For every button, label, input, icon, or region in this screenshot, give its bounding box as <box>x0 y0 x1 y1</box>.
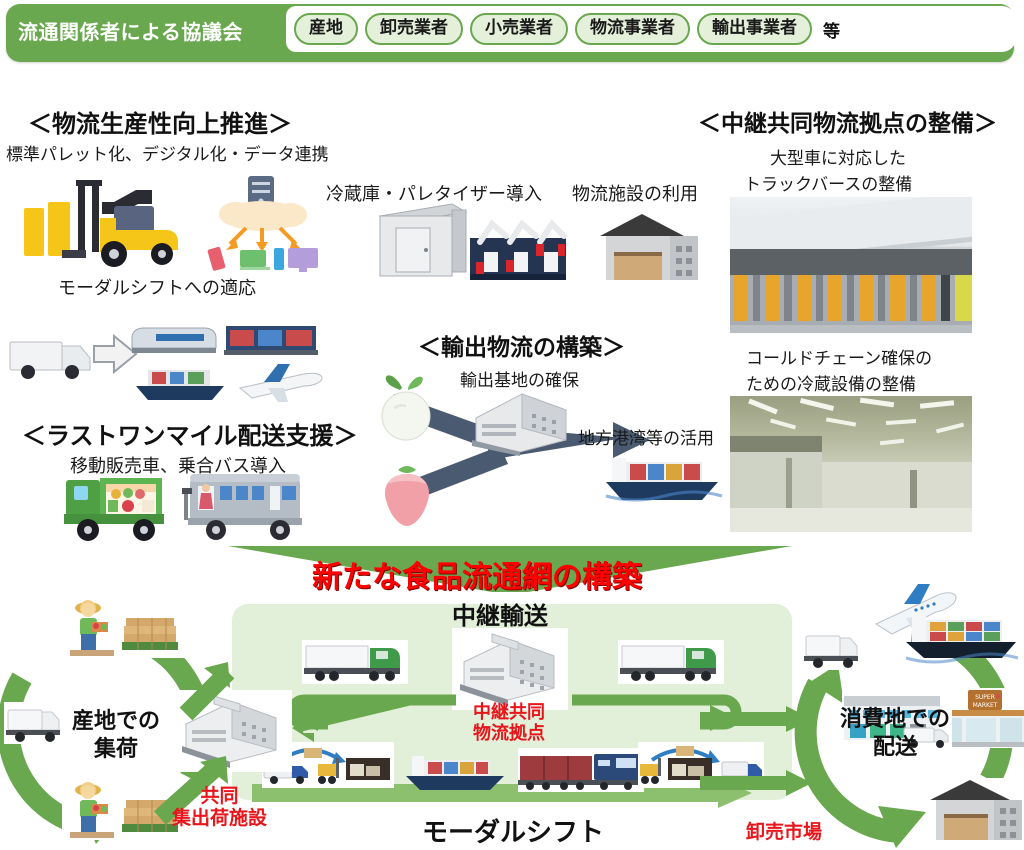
productivity-heading: ＜物流生産性向上推進＞ <box>28 110 292 138</box>
delivery-inbound-arrow-top <box>700 706 812 732</box>
export-port-caption: 地方港湾等の活用 <box>578 429 714 449</box>
warehouse-icon <box>600 214 698 280</box>
relay-hub-building-icon <box>452 628 568 710</box>
consumption-delivery-label-line2: 配送 <box>873 734 918 760</box>
green-trailer-truck-icon-left <box>302 640 408 684</box>
consumption-delivery-label-line1: 消費地での <box>840 707 951 732</box>
stakeholder-pill-2[interactable]: 小売業者 <box>470 13 568 45</box>
new-network-title: 新たな食品流通網の構築 <box>312 560 642 595</box>
productivity-caption-top: 標準パレット化、デジタル化・データ連携 <box>6 145 329 165</box>
farmer-with-pallet-icon-top <box>62 596 192 658</box>
community-bus-icon <box>182 474 302 540</box>
farmer-with-pallet-icon-bottom <box>62 778 192 840</box>
stakeholder-pill-group: 産地 卸売業者 小売業者 物流事業者 輸出事業者 等 <box>286 6 1016 52</box>
relay-hub-caption-top-2: トラックバースの整備 <box>744 175 913 195</box>
last-mile-heading: ＜ラストワンマイル配送支援＞ <box>22 422 358 450</box>
joint-shipping-red-label-line2: 集出荷施設 <box>172 806 268 829</box>
origin-collection-label-line1: 産地での <box>72 709 161 734</box>
green-trailer-truck-icon-right <box>618 640 724 684</box>
box-truck-icon-right <box>802 628 864 670</box>
mobile-sales-truck-icon <box>64 478 164 541</box>
center-caption-logistics-facility: 物流施設の利用 <box>572 184 698 205</box>
container-ship-icon-modal <box>406 756 504 790</box>
joint-shipping-red-label: 共同 集出荷施設 <box>172 785 268 830</box>
palletizer-robot-icon <box>470 219 567 280</box>
stakeholder-pill-0[interactable]: 産地 <box>294 13 358 45</box>
freight-train-icon <box>518 748 644 792</box>
funnel-arrow <box>228 546 792 592</box>
cold-storage-unit-icon <box>378 203 468 277</box>
productivity-caption-bottom: モーダルシフトへの適応 <box>58 278 256 299</box>
center-caption-cold-storage: 冷蔵庫・パレタイザー導入 <box>326 184 542 205</box>
origin-collection-label-line2: 集荷 <box>94 736 139 762</box>
container-ship-icon-right <box>905 614 1019 664</box>
box-truck-icon-left <box>4 702 66 744</box>
relay-hub-heading: ＜中継共同物流拠点の整備＞ <box>698 111 997 137</box>
stakeholder-pill-4[interactable]: 輸出事業者 <box>697 13 812 45</box>
svg-text:MARKET: MARKET <box>973 702 998 709</box>
wholesale-market-red-label: 卸売市場 <box>746 821 823 843</box>
truck-arrow-rail-ship-plane-icon <box>9 326 323 402</box>
strawberry-icon <box>384 466 430 526</box>
stakeholder-pill-1[interactable]: 卸売業者 <box>365 13 463 45</box>
export-base-building-icon <box>472 393 567 456</box>
cloud-data-devices-icon <box>207 176 318 272</box>
outbound-arrow-from-origin <box>153 756 228 825</box>
relay-transport-label: 中継輸送 <box>452 602 548 630</box>
export-base-caption: 輸出基地の確保 <box>460 371 579 391</box>
modal-shift-label: モーダルシフト <box>422 818 605 848</box>
relay-hub-caption-bottom-2: ための冷蔵設備の整備 <box>746 375 916 395</box>
last-mile-caption: 移動販売車、乗合バス導入 <box>70 456 286 477</box>
supermarket-icon: SUPER MARKET <box>940 688 1024 748</box>
delivery-inbound-arrow-bottom <box>700 770 812 796</box>
inbound-arrow-to-hub <box>179 662 235 721</box>
distribution-center-icon <box>842 692 952 754</box>
container-ship-icon <box>605 458 723 502</box>
consumption-delivery-label: 消費地での 配送 <box>840 706 950 761</box>
origin-collection-label: 産地での 集荷 <box>72 708 160 763</box>
relay-arrow-left <box>286 694 456 742</box>
joint-shipping-red-label-line1: 共同 <box>200 785 239 807</box>
turnip-icon <box>381 375 431 441</box>
relay-hub-caption-top-1: 大型車に対応した <box>770 149 906 169</box>
cold-storage-interior-photo <box>730 396 972 532</box>
stakeholder-pill-3[interactable]: 物流事業者 <box>575 13 690 45</box>
relay-hub-red-label: 中継共同 物流拠点 <box>473 702 545 744</box>
relay-hub-red-label-line1: 中継共同 <box>473 702 545 723</box>
header-etc-label: 等 <box>823 21 840 42</box>
relay-hub-red-label-line2: 物流拠点 <box>473 722 545 744</box>
relay-hub-caption-bottom-1: コールドチェーン確保の <box>746 349 933 369</box>
svg-text:SUPER: SUPER <box>975 694 995 701</box>
warehouse-icon-right <box>928 778 1024 844</box>
truck-berth-photo <box>730 197 972 333</box>
forklift-pallet-icon <box>24 180 178 267</box>
export-heading: ＜輸出物流の構築＞ <box>418 335 625 361</box>
header-title: 流通関係者による協議会 <box>18 20 243 44</box>
